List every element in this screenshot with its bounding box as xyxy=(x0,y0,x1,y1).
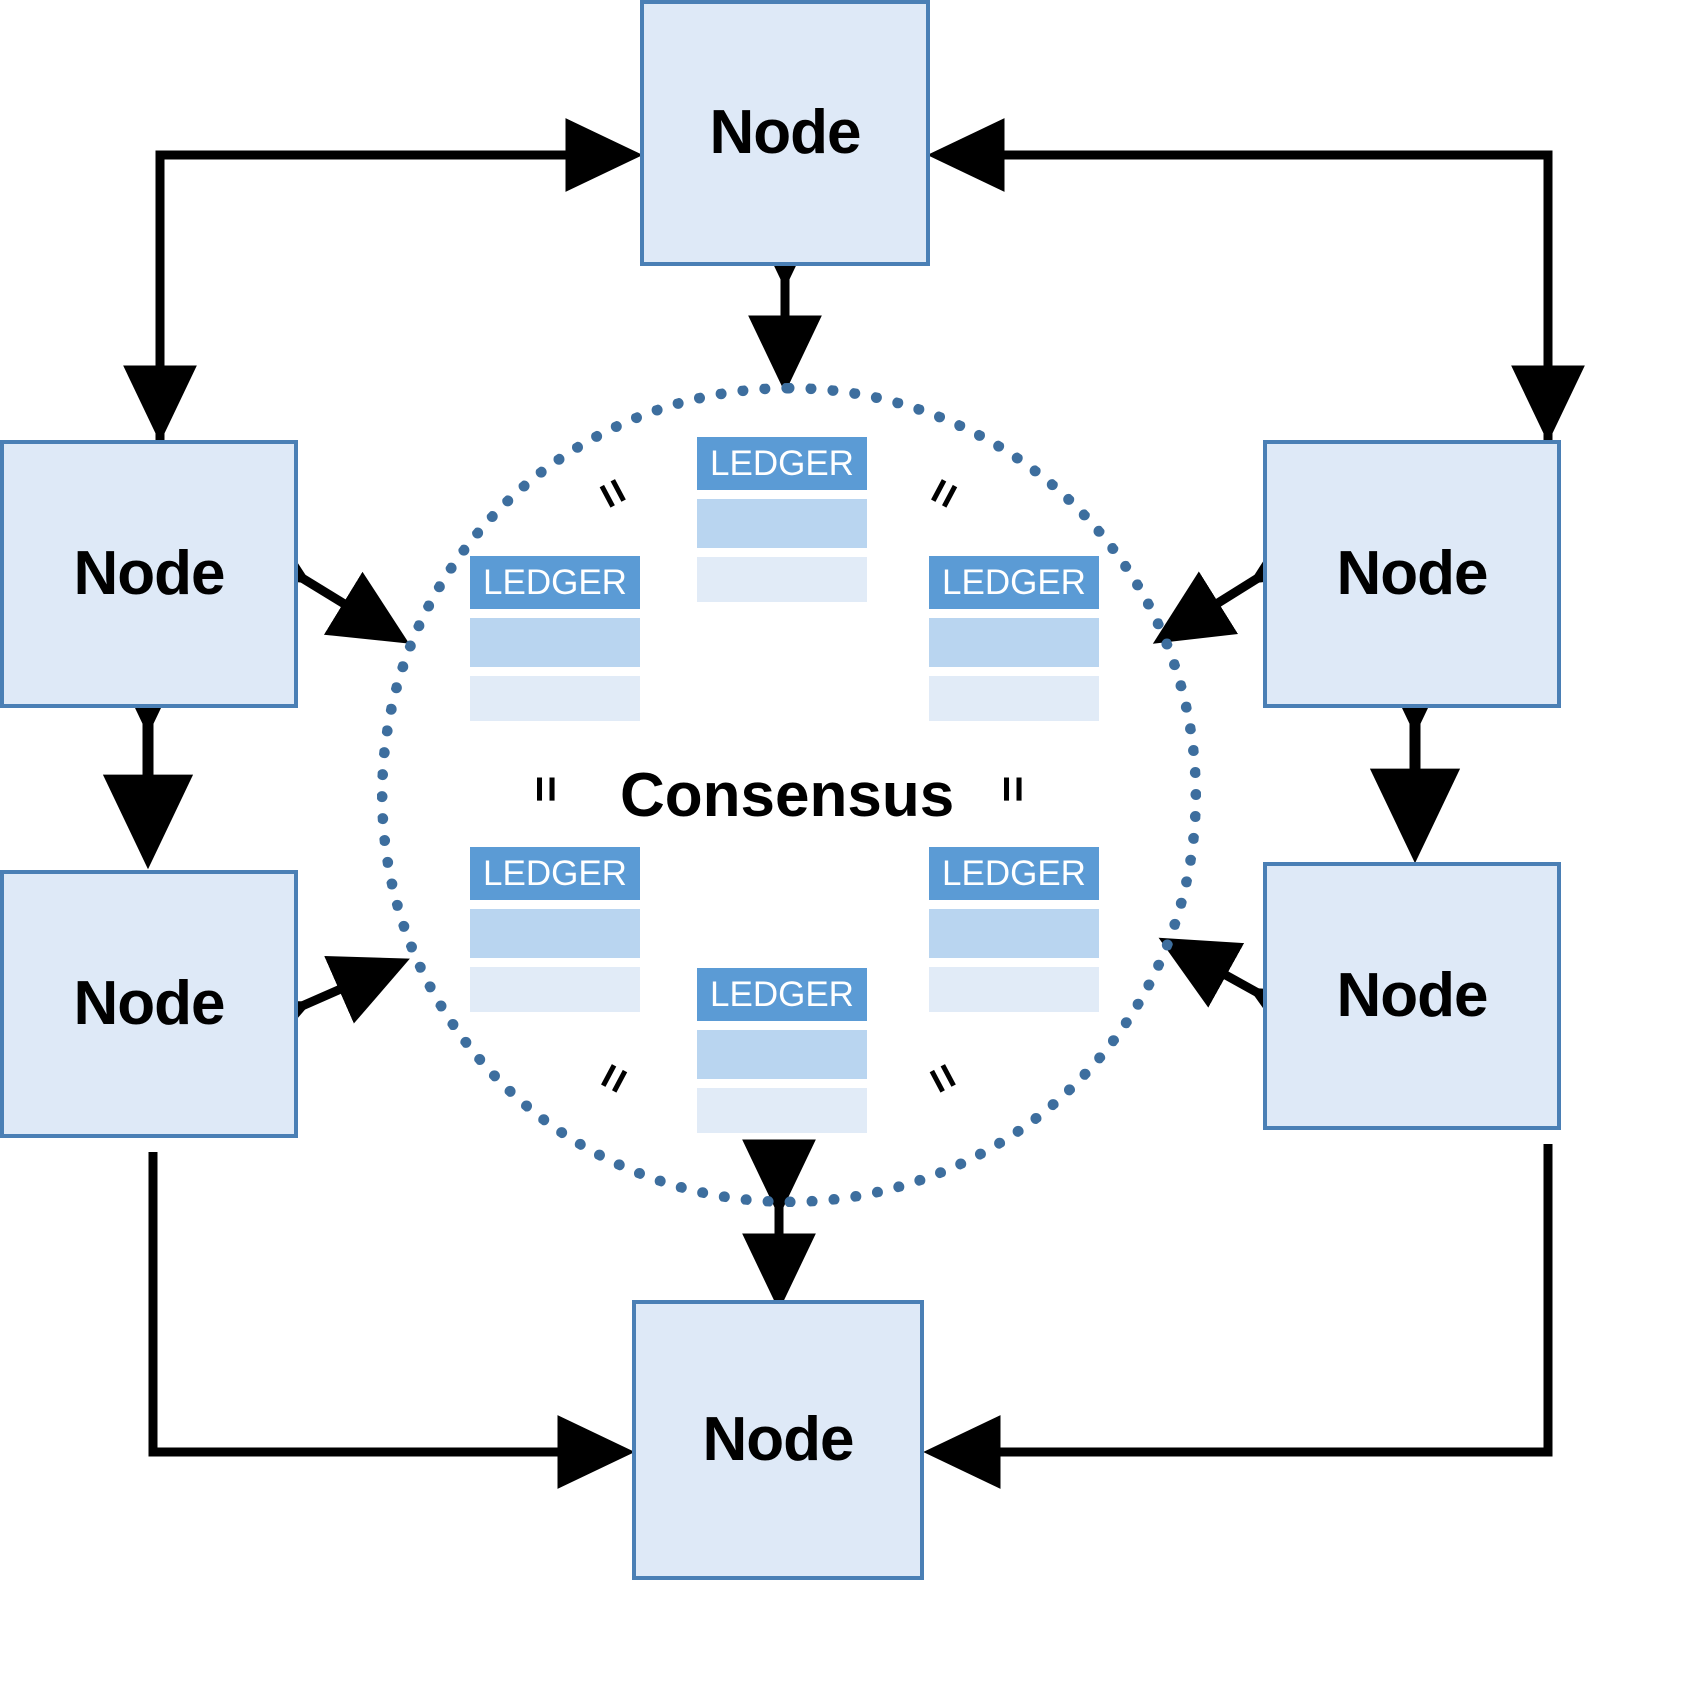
node-label: Node xyxy=(73,539,226,608)
ledger-bottom[interactable]: LEDGER xyxy=(697,968,867,1133)
ledger-row-light xyxy=(697,557,867,602)
ledger-row-light xyxy=(929,676,1099,721)
ledger-upper-right[interactable]: LEDGER xyxy=(929,556,1099,721)
ledger-row-light xyxy=(697,1088,867,1133)
edge-topleft-to-top xyxy=(155,118,643,480)
node-label: Node xyxy=(702,1405,855,1474)
consensus-boundary-circle xyxy=(377,383,1201,1207)
consensus-label: Consensus xyxy=(620,761,955,830)
node-right-lower[interactable]: Node xyxy=(1263,862,1561,1130)
ledger-header: LEDGER xyxy=(929,847,1099,900)
ledger-upper-left[interactable]: LEDGER xyxy=(470,556,640,721)
ledger-row-light xyxy=(929,967,1099,1012)
edge-rightupper-to-consensus xyxy=(1152,511,1335,644)
equals-mark-mid-left-icon: = xyxy=(520,775,573,803)
ledger-top[interactable]: LEDGER xyxy=(697,437,867,602)
node-bottom[interactable]: Node xyxy=(632,1300,924,1580)
edge-leftupper-to-consensus xyxy=(225,511,410,644)
node-left-lower[interactable]: Node xyxy=(0,870,298,1138)
edge-topright-to-top xyxy=(927,118,1553,480)
edge-rightlower-to-bottom xyxy=(923,1144,1553,1489)
ledger-row-medium xyxy=(697,1030,867,1079)
ledger-header: LEDGER xyxy=(697,437,867,490)
ledger-lower-right[interactable]: LEDGER xyxy=(929,847,1099,1012)
ledger-lower-left[interactable]: LEDGER xyxy=(470,847,640,1012)
ledger-row-medium xyxy=(697,499,867,548)
ledger-row-light xyxy=(470,967,640,1012)
ledger-row-medium xyxy=(929,909,1099,958)
node-left-upper[interactable]: Node xyxy=(0,440,298,708)
equals-mark-mid-right-icon: = xyxy=(987,775,1040,803)
ledger-row-medium xyxy=(470,909,640,958)
node-label: Node xyxy=(709,98,862,167)
ledger-row-medium xyxy=(470,618,640,667)
edge-leftlower-to-consensus xyxy=(226,955,410,1067)
node-top[interactable]: Node xyxy=(640,0,930,266)
edge-rightlower-to-consensus xyxy=(1158,937,1335,1058)
ledger-row-light xyxy=(470,676,640,721)
ledger-header: LEDGER xyxy=(470,556,640,609)
node-right-upper[interactable]: Node xyxy=(1263,440,1561,708)
edge-leftlower-to-bottom xyxy=(148,1152,635,1489)
ledger-header: LEDGER xyxy=(929,556,1099,609)
node-label: Node xyxy=(1336,539,1489,608)
node-label: Node xyxy=(73,969,226,1038)
ledger-row-medium xyxy=(929,618,1099,667)
node-label: Node xyxy=(1336,961,1489,1030)
ledger-header: LEDGER xyxy=(470,847,640,900)
ledger-header: LEDGER xyxy=(697,968,867,1021)
